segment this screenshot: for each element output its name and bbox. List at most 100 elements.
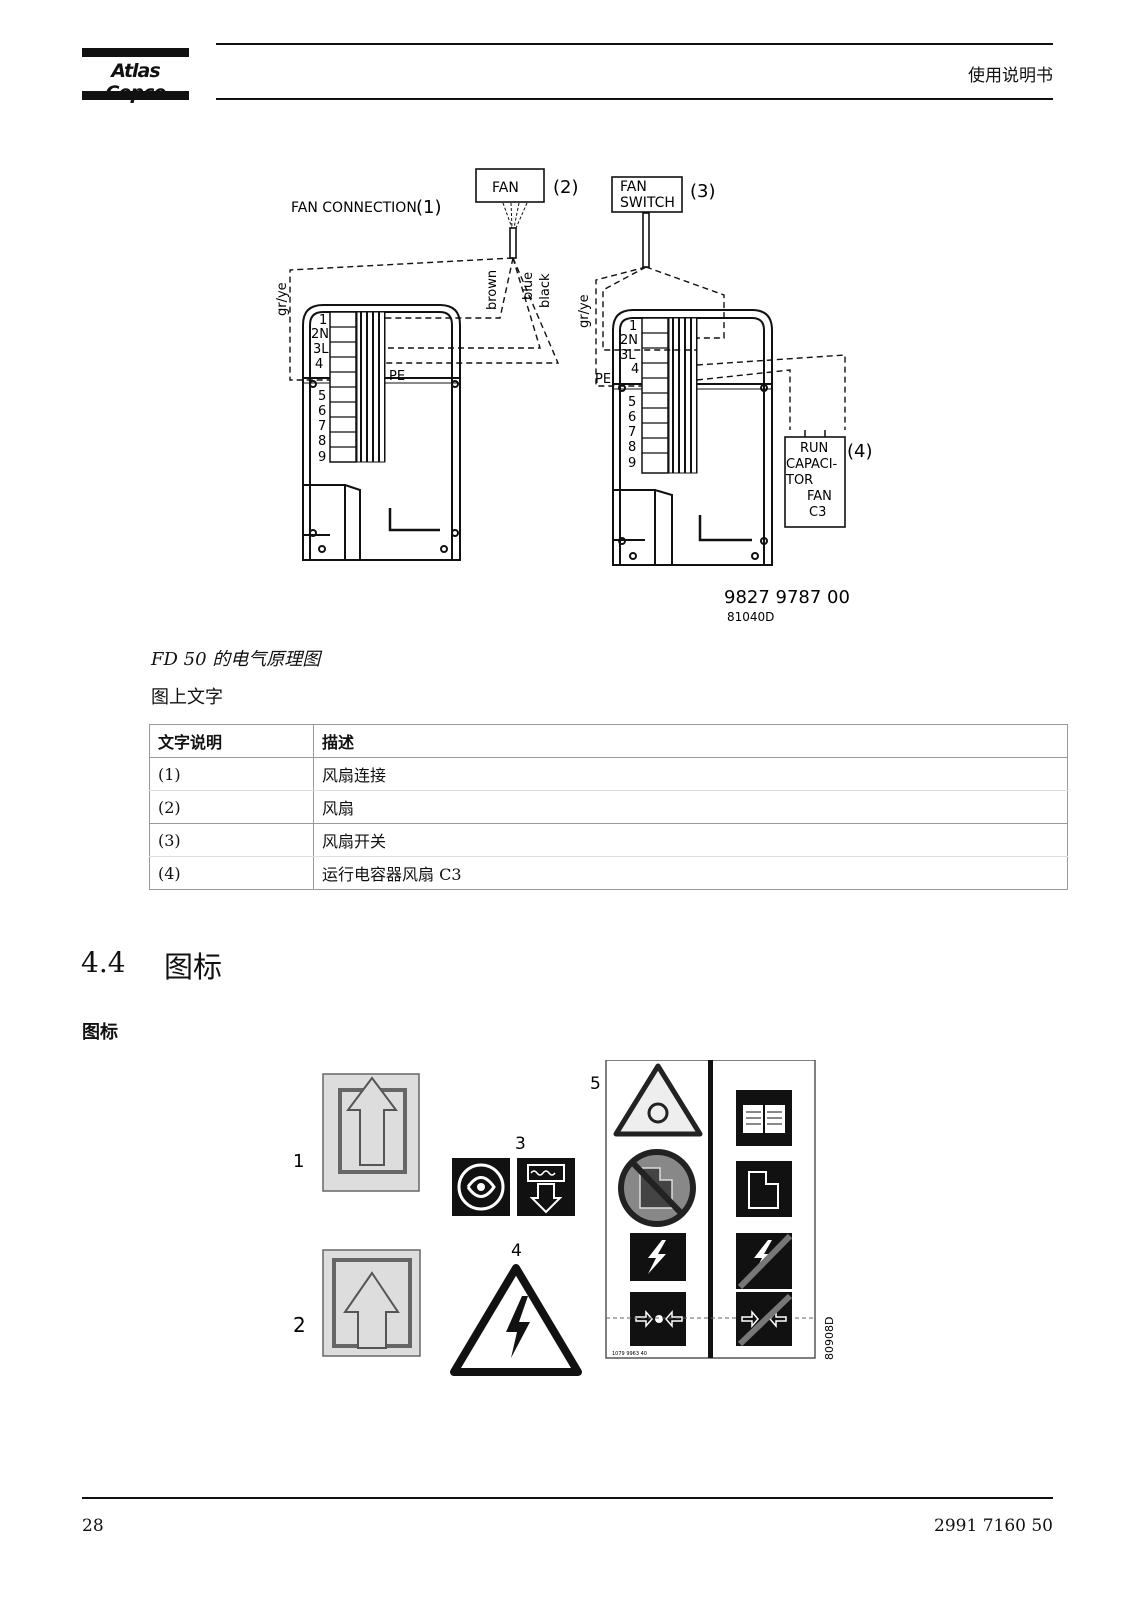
table-row: (2) 风扇 bbox=[149, 790, 1068, 824]
run-capacitor-box bbox=[784, 436, 846, 528]
fan-switch-label-2: SWITCH bbox=[620, 195, 675, 211]
icons-figure: 1 2 3 4 5 bbox=[293, 1060, 836, 1376]
hand-icon bbox=[736, 1161, 792, 1217]
cap-line-4: FAN bbox=[807, 489, 832, 504]
terminal-numbers-right: 1 2N 3L 4 5 6 7 8 9 bbox=[620, 319, 639, 471]
fan-connection-label: FAN CONNECTION bbox=[291, 200, 417, 216]
t-right-7: 7 bbox=[628, 425, 636, 440]
figure-caption: FD 50 的电气原理图 bbox=[151, 649, 321, 670]
icon-label-4: 4 bbox=[511, 1241, 522, 1261]
arrow-up-icon bbox=[322, 1073, 420, 1192]
t-left-4: 4 bbox=[315, 357, 323, 372]
fan-switch-label-1: FAN bbox=[620, 179, 647, 195]
legend-header-desc: 描述 bbox=[313, 724, 1068, 758]
black-label: black bbox=[538, 273, 553, 308]
rotating-parts-icon bbox=[452, 1158, 510, 1216]
legend-desc: 风扇连接 bbox=[313, 757, 1068, 791]
grye-left: gr/ye bbox=[275, 282, 290, 316]
legend-desc: 风扇开关 bbox=[313, 823, 1068, 857]
legend-header-ref: 文字说明 bbox=[149, 724, 314, 758]
fan-label: FAN bbox=[492, 180, 519, 196]
t-right-2: 2N bbox=[620, 333, 638, 348]
t-left-1: 1 bbox=[319, 313, 327, 328]
cap-line-1: RUN bbox=[800, 441, 828, 456]
t-left-9: 9 bbox=[318, 450, 326, 465]
table-row: (1) 风扇连接 bbox=[149, 757, 1068, 791]
warning-triangle-icon bbox=[613, 1063, 703, 1137]
t-left-8: 8 bbox=[318, 434, 326, 449]
terminal-block-right bbox=[641, 317, 698, 474]
t-right-9: 9 bbox=[628, 456, 636, 471]
icon-label-5: 5 bbox=[590, 1074, 601, 1094]
terminal-numbers-left: 1 2N 3L 4 5 6 7 8 9 bbox=[311, 313, 329, 465]
t-right-3: 3L bbox=[620, 348, 636, 363]
table-row: (3) 风扇开关 bbox=[149, 823, 1068, 857]
header-rule-top bbox=[216, 43, 1053, 45]
icon-label-1: 1 bbox=[293, 1151, 304, 1172]
t-right-5: 5 bbox=[628, 395, 636, 410]
read-manual-icon bbox=[736, 1090, 792, 1146]
hot-surface-icon bbox=[517, 1158, 575, 1216]
section-subtitle: 图标 bbox=[82, 1022, 118, 1043]
no-hand-prohibition-icon bbox=[618, 1149, 696, 1227]
cap-line-3: TOR bbox=[785, 473, 813, 488]
safety-label-panel: 1079 9963 40 80908D bbox=[605, 1060, 836, 1360]
table-row: (4) 运行电容器风扇 C3 bbox=[149, 856, 1068, 890]
dashed-wires bbox=[289, 257, 846, 430]
ref-3: (3) bbox=[690, 181, 716, 202]
pe-left: PE bbox=[389, 369, 405, 384]
header-rule-bottom bbox=[216, 98, 1053, 100]
no-airflow-icon bbox=[736, 1292, 793, 1347]
t-left-2: 2N bbox=[311, 327, 329, 342]
logo-bar-top bbox=[82, 48, 189, 57]
icon-label-2: 2 bbox=[293, 1313, 306, 1337]
section-number: 4.4 bbox=[81, 946, 126, 979]
t-right-6: 6 bbox=[628, 410, 636, 425]
legend-desc: 风扇 bbox=[313, 790, 1068, 824]
electrical-hazard-icon bbox=[450, 1264, 582, 1376]
brown-label: brown bbox=[485, 270, 500, 310]
section-title: 图标 bbox=[164, 950, 223, 984]
cap-line-2: CAPACI- bbox=[786, 457, 838, 472]
document-number: 2991 7160 50 bbox=[934, 1516, 1053, 1536]
legend-ref: (2) bbox=[149, 790, 314, 824]
blue-label: blue bbox=[521, 272, 536, 300]
capacitor-text: RUN CAPACI- TOR FAN C3 bbox=[785, 441, 838, 520]
ref-1: (1) bbox=[416, 197, 442, 218]
page-number: 28 bbox=[82, 1516, 104, 1536]
t-left-7: 7 bbox=[318, 419, 326, 434]
ref-2: (2) bbox=[553, 177, 579, 198]
t-right-4: 4 bbox=[631, 362, 639, 377]
footer-rule bbox=[82, 1497, 1053, 1499]
logo-bar-bottom bbox=[82, 91, 189, 100]
legend-ref: (1) bbox=[149, 757, 314, 791]
cap-line-5: C3 bbox=[809, 505, 826, 520]
arrow-up-framed-icon bbox=[322, 1249, 421, 1357]
legend-header-row: 文字说明 描述 bbox=[149, 724, 1068, 758]
t-left-3: 3L bbox=[313, 342, 329, 357]
part-number: 9827 9787 00 bbox=[724, 587, 850, 608]
legend-subheading: 图上文字 bbox=[151, 687, 223, 708]
t-left-6: 6 bbox=[318, 404, 326, 419]
no-lightning-icon bbox=[736, 1233, 793, 1290]
airflow-icon bbox=[630, 1292, 686, 1346]
t-right-1: 1 bbox=[629, 319, 637, 334]
fan-box bbox=[475, 168, 545, 203]
wiring-diagram: FAN CONNECTION (1) FAN (2) FAN SWITCH (3… bbox=[275, 168, 873, 624]
header-title: 使用说明书 bbox=[968, 66, 1053, 86]
t-left-5: 5 bbox=[318, 389, 326, 404]
icons-fig-id: 80908D bbox=[823, 1317, 836, 1360]
fan-switch-box bbox=[611, 176, 683, 213]
diagram-fig-id: 81040D bbox=[727, 610, 774, 624]
grye-right: gr/ye bbox=[577, 294, 592, 328]
legend-desc: 运行电容器风扇 C3 bbox=[313, 856, 1068, 890]
t-right-8: 8 bbox=[628, 440, 636, 455]
pe-right: PE bbox=[595, 372, 611, 387]
label-code-small: 1079 9963 40 bbox=[612, 1351, 647, 1357]
ref-4: (4) bbox=[847, 441, 873, 462]
legend-ref: (4) bbox=[149, 856, 314, 890]
legend-table: 文字说明 描述 (1) 风扇连接 (2) 风扇 (3) 风扇开关 (4) 运行电… bbox=[149, 724, 1068, 890]
lightning-icon bbox=[630, 1233, 686, 1281]
icon-label-3: 3 bbox=[515, 1134, 526, 1154]
legend-ref: (3) bbox=[149, 823, 314, 857]
